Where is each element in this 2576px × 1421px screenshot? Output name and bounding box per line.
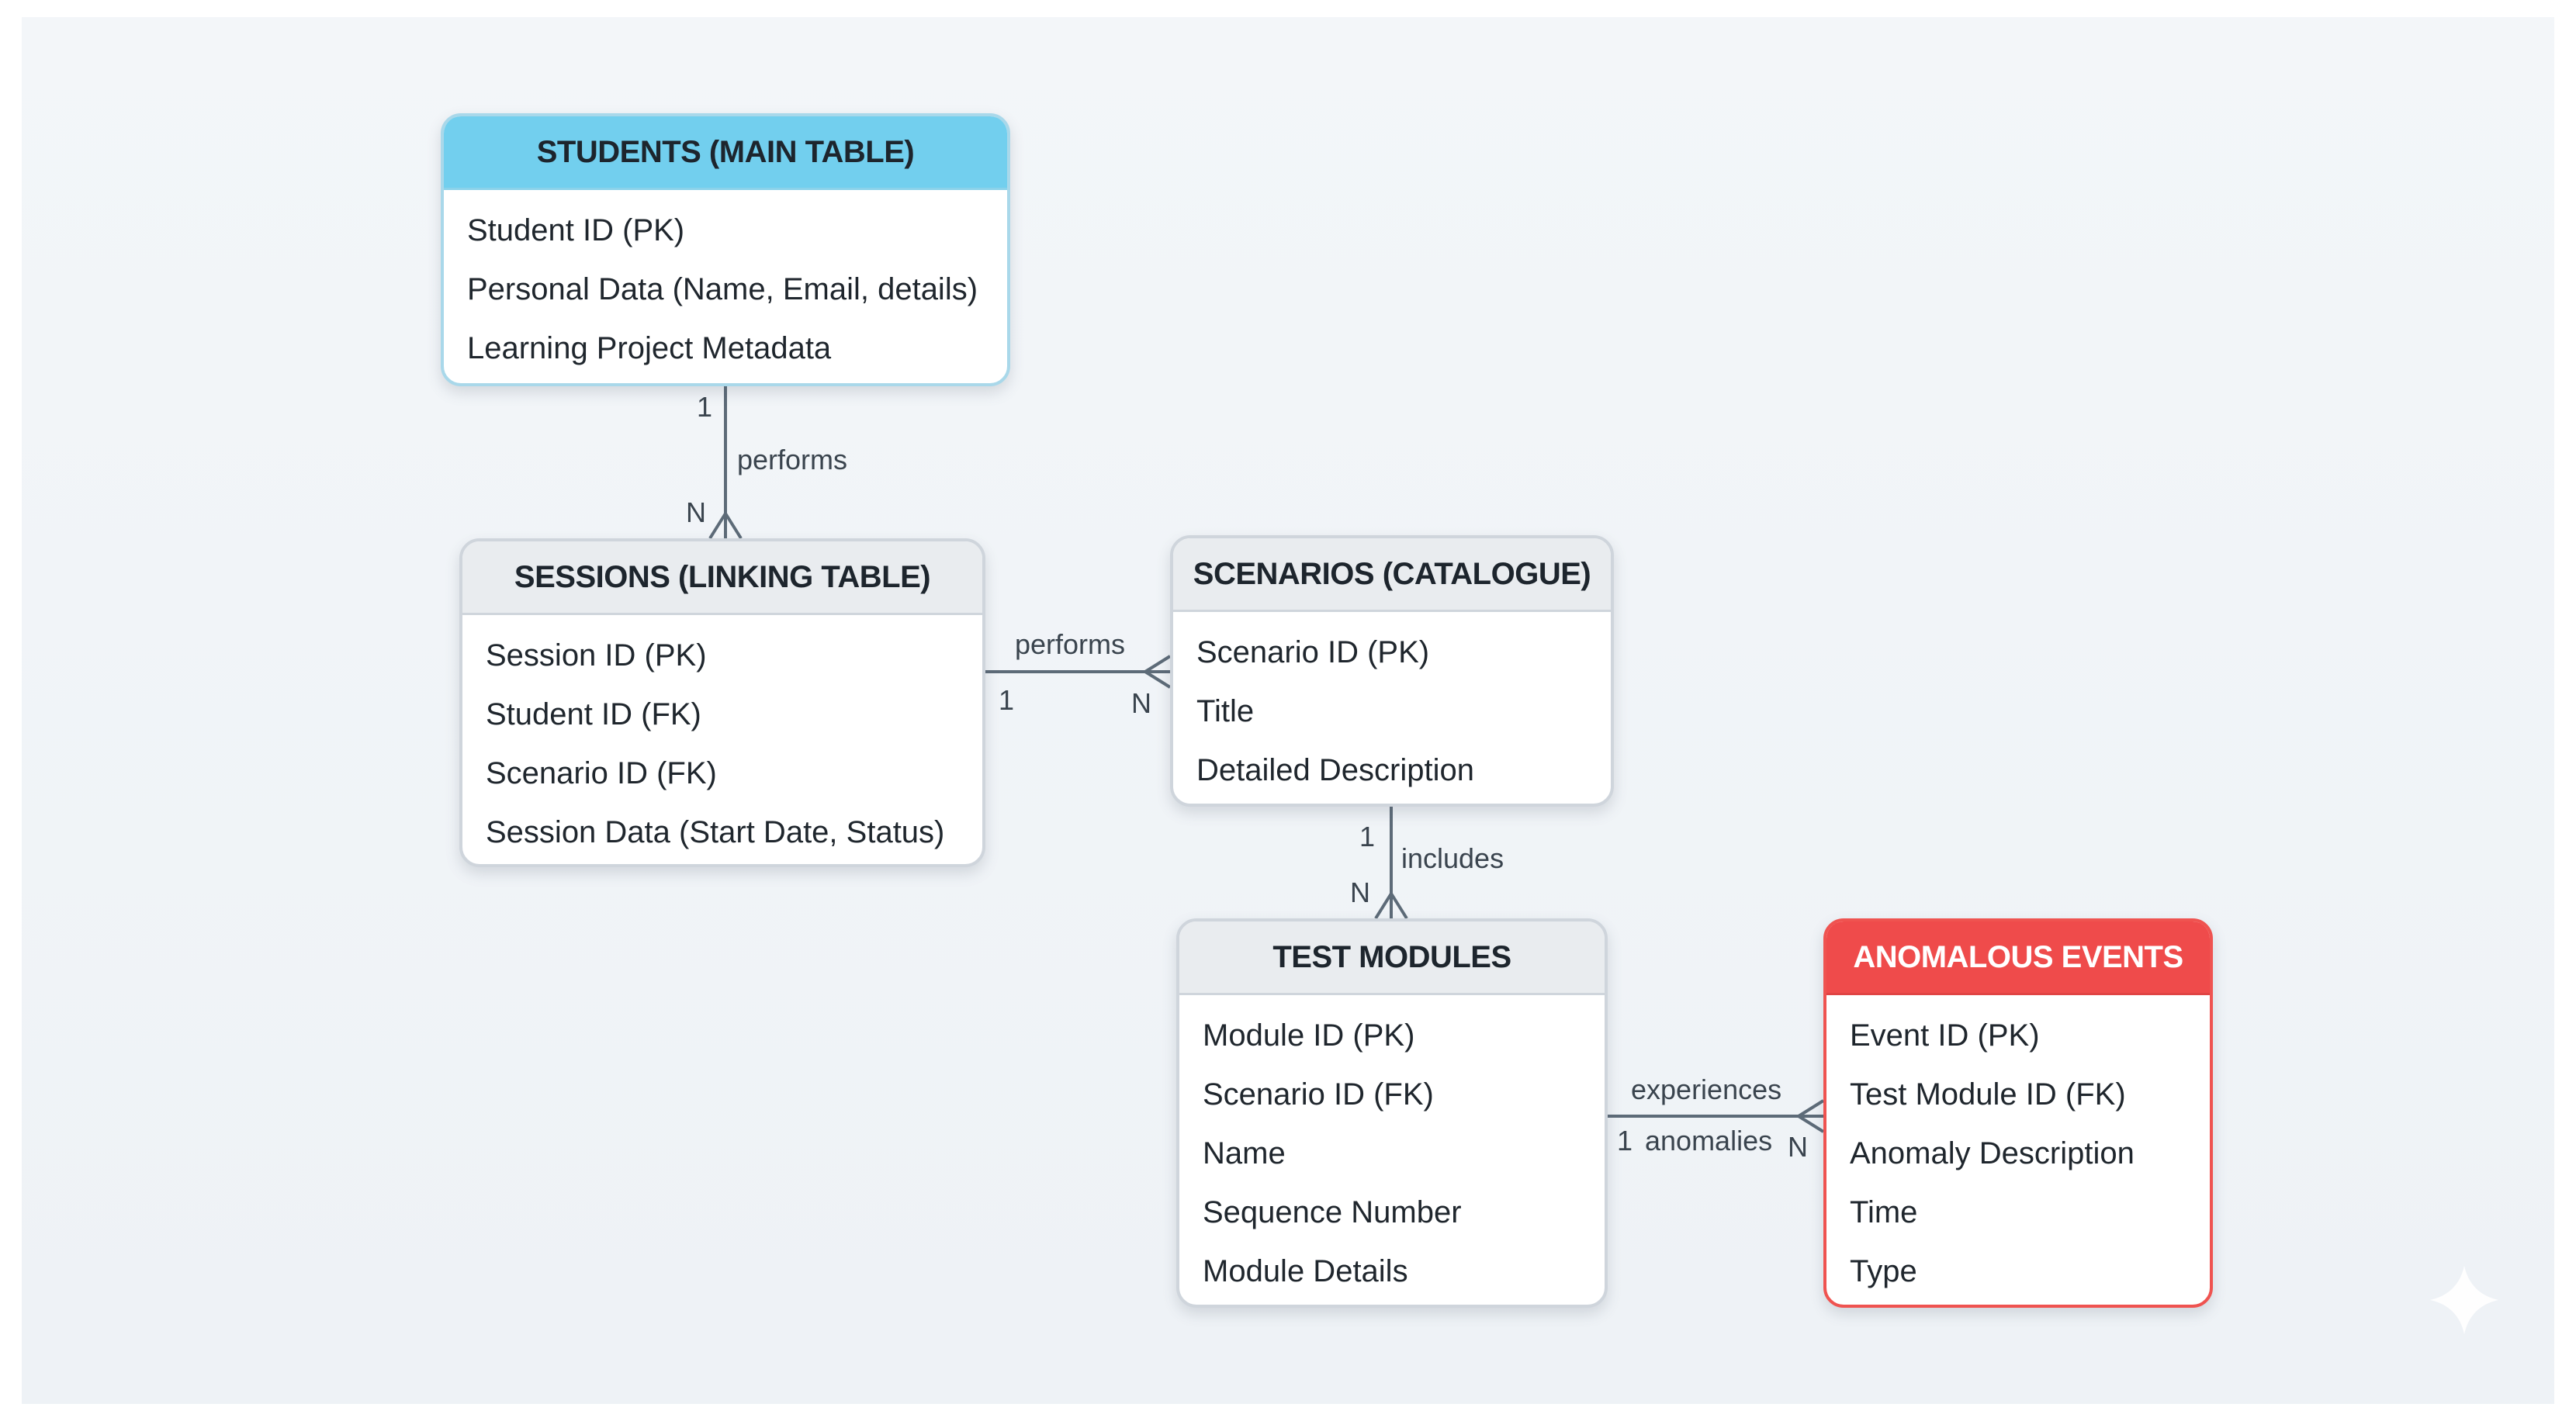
card-modules-1: 1 [1617, 1125, 1633, 1157]
field-row: Scenario ID (FK) [486, 756, 717, 790]
rel-label-scenarios-modules: includes [1401, 842, 1504, 874]
card-sessions-n: N [686, 496, 706, 528]
rel-label-students-sessions: performs [737, 444, 848, 475]
field-row: Sequence Number [1203, 1195, 1462, 1229]
card-sessions-1: 1 [999, 684, 1015, 716]
entity-scenarios[interactable]: SCENARIOS (CATALOGUE) Scenario ID (PK) T… [1170, 535, 1614, 807]
entity-title: TEST MODULES [1179, 921, 1605, 995]
entity-title: SESSIONS (LINKING TABLE) [462, 541, 982, 615]
field-row: Anomaly Description [1850, 1136, 2135, 1170]
field-row: Module ID (PK) [1203, 1018, 1415, 1053]
field-row: Title [1196, 694, 1255, 728]
field-row: Scenario ID (FK) [1203, 1077, 1434, 1112]
entity-students[interactable]: STUDENTS (MAIN TABLE) Student ID (PK) Pe… [441, 113, 1010, 386]
field-row: Session Data (Start Date, Status) [486, 815, 945, 849]
field-row: Session ID (PK) [486, 638, 707, 672]
card-scenarios-1: 1 [1359, 821, 1376, 852]
card-scenarios-n: N [1131, 687, 1151, 719]
entity-sessions[interactable]: SESSIONS (LINKING TABLE) Session ID (PK)… [459, 538, 985, 867]
crowfoot-anomalous-left [1797, 1099, 1825, 1133]
entity-title: ANOMALOUS EVENTS [1826, 921, 2210, 995]
crowfoot-sessions-top [708, 512, 743, 540]
rel-label-anomalies: anomalies [1645, 1125, 1773, 1157]
crowfoot-scenarios-left [1144, 655, 1172, 689]
entity-test-modules[interactable]: TEST MODULES Module ID (PK) Scenario ID … [1176, 918, 1608, 1308]
card-anomalous-n: N [1788, 1131, 1808, 1163]
card-modules-n: N [1350, 876, 1370, 908]
entity-title: SCENARIOS (CATALOGUE) [1173, 538, 1611, 612]
entity-title: STUDENTS (MAIN TABLE) [444, 116, 1007, 190]
sparkle-icon [2430, 1266, 2498, 1334]
field-row: Type [1850, 1254, 1917, 1288]
rel-label-sessions-scenarios: performs [1015, 628, 1126, 660]
field-row: Student ID (PK) [467, 213, 685, 247]
crowfoot-modules-top [1374, 892, 1408, 920]
rel-label-modules-anomalous: experiences [1631, 1074, 1782, 1105]
field-row: Learning Project Metadata [467, 331, 832, 365]
card-students-1: 1 [697, 391, 713, 423]
field-row: Module Details [1203, 1254, 1408, 1288]
field-row: Name [1203, 1136, 1286, 1170]
field-row: Scenario ID (PK) [1196, 635, 1430, 669]
field-row: Personal Data (Name, Email, details) [467, 272, 978, 306]
field-row: Time [1850, 1195, 1918, 1229]
field-row: Event ID (PK) [1850, 1018, 2040, 1053]
entity-anomalous-events[interactable]: ANOMALOUS EVENTS Event ID (PK) Test Modu… [1823, 918, 2213, 1308]
field-row: Student ID (FK) [486, 697, 701, 731]
field-row: Detailed Description [1196, 753, 1474, 787]
field-row: Test Module ID (FK) [1850, 1077, 2126, 1112]
